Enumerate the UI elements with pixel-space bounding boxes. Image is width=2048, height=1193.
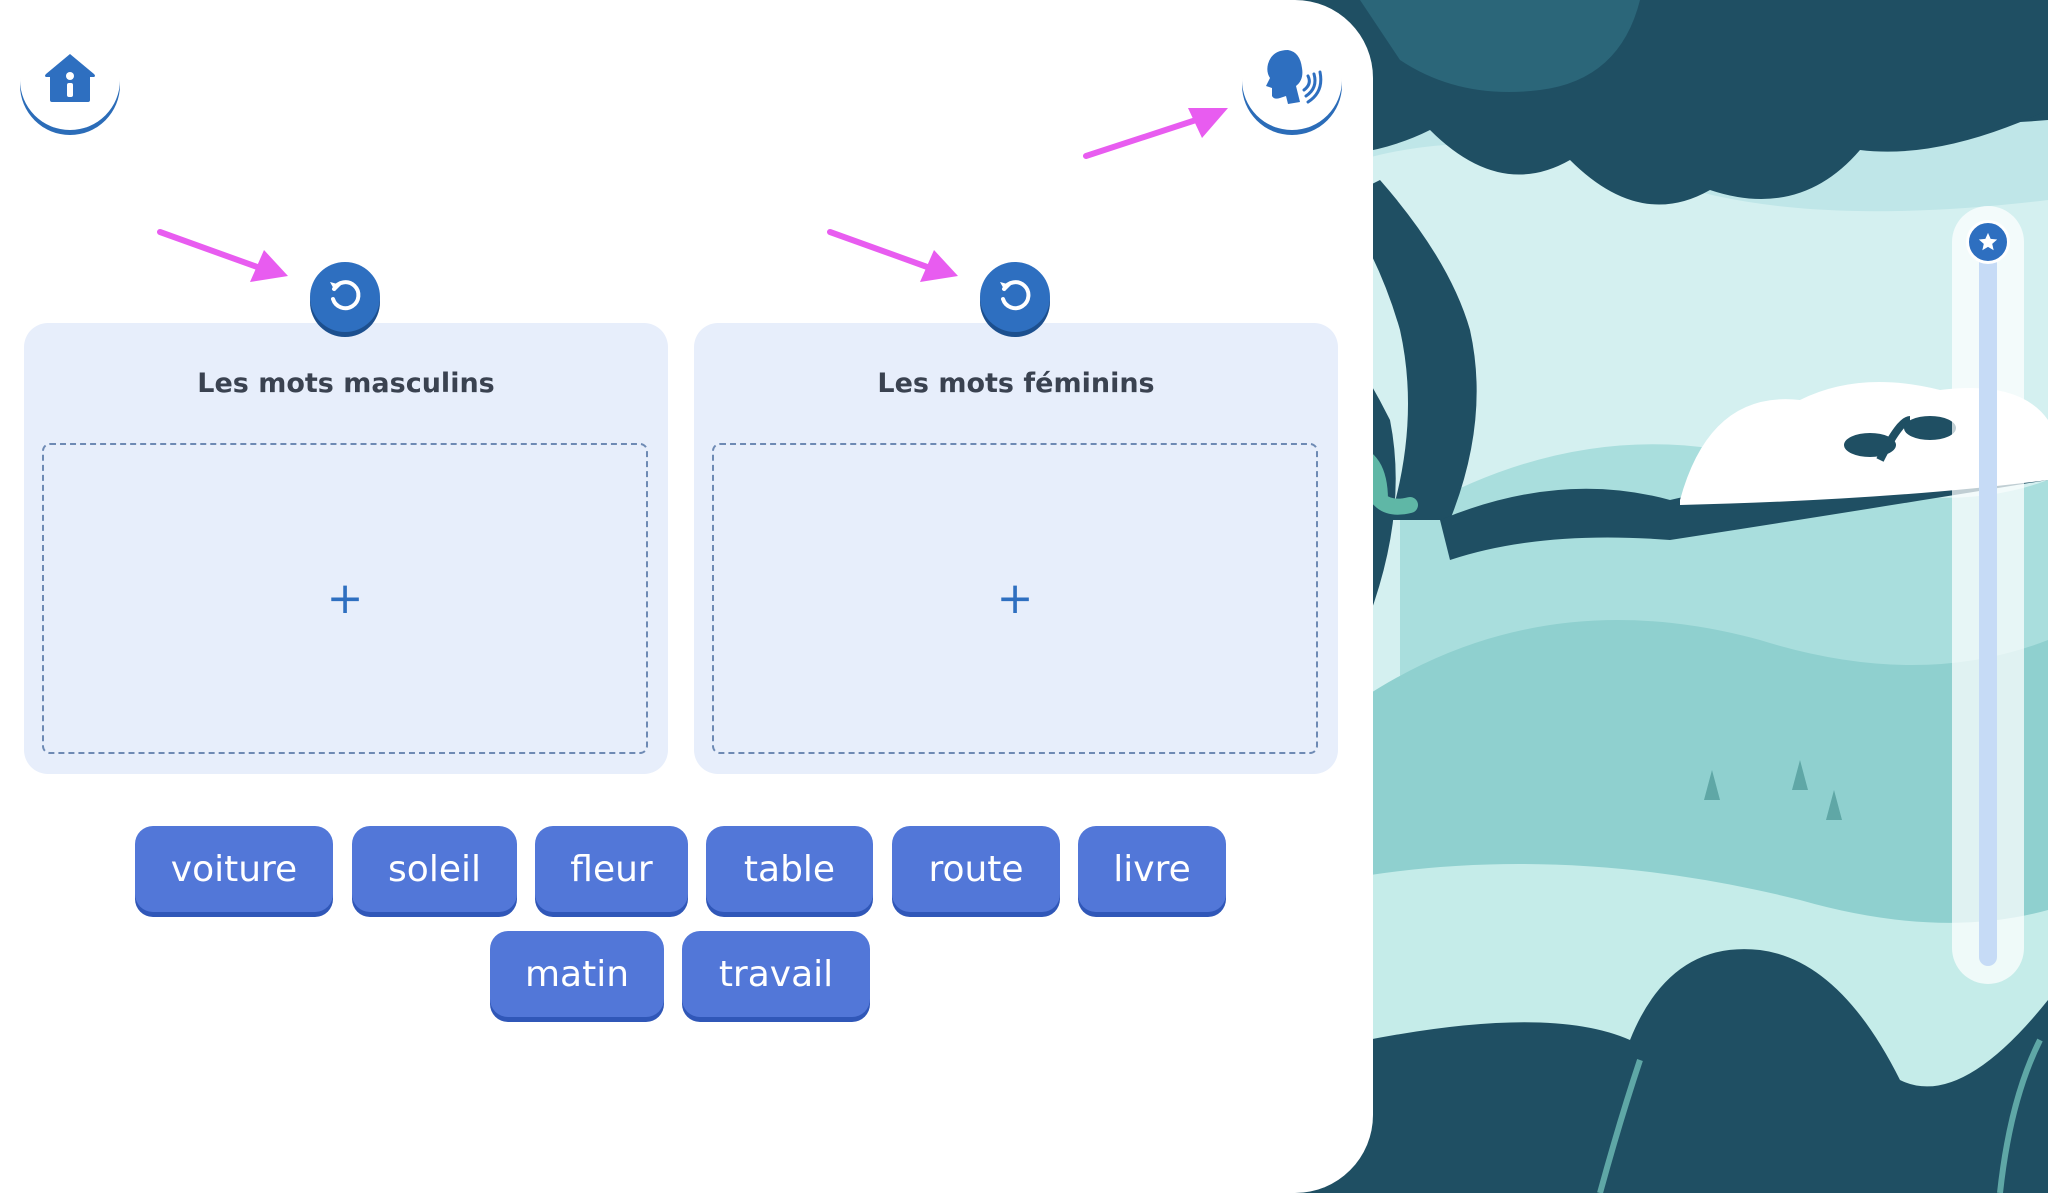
home-button[interactable] xyxy=(20,30,120,130)
word-chip-livre[interactable]: livre xyxy=(1078,826,1226,912)
plus-icon: + xyxy=(996,572,1034,624)
reset-icon xyxy=(996,276,1034,318)
dropzone-feminine[interactable]: + xyxy=(712,443,1318,754)
plus-icon: + xyxy=(326,572,364,624)
reset-button-masculine[interactable] xyxy=(310,262,380,332)
word-chip-soleil[interactable]: soleil xyxy=(352,826,517,912)
star-icon xyxy=(1966,220,2010,264)
audio-instruction-button[interactable] xyxy=(1242,30,1342,130)
category-feminine: Les mots féminins + xyxy=(694,323,1338,774)
word-chip-fleur[interactable]: fleur xyxy=(535,826,688,912)
dropzone-masculine[interactable]: + xyxy=(42,443,648,754)
category-masculine: Les mots masculins + xyxy=(24,323,668,774)
word-chip-travail[interactable]: travail xyxy=(682,931,870,1017)
word-chip-table[interactable]: table xyxy=(706,826,873,912)
exercise-panel: Les mots masculins + Les mots féminins +… xyxy=(20,30,1342,1017)
category-title: Les mots masculins xyxy=(197,368,495,399)
word-chip-matin[interactable]: matin xyxy=(490,931,664,1017)
progress-slider xyxy=(1952,206,2024,984)
category-title: Les mots féminins xyxy=(877,368,1155,399)
word-chip-voiture[interactable]: voiture xyxy=(135,826,333,912)
home-icon xyxy=(42,50,98,110)
word-chip-route[interactable]: route xyxy=(892,826,1060,912)
reset-button-feminine[interactable] xyxy=(980,262,1050,332)
reset-icon xyxy=(326,276,364,318)
forest-illustration xyxy=(1240,0,2048,1193)
speaking-head-icon xyxy=(1260,46,1324,114)
progress-fill xyxy=(1979,236,1997,966)
